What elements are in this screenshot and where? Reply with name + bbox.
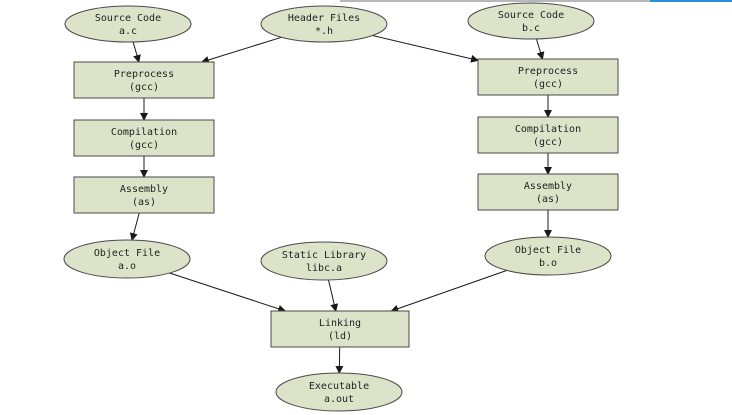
node-label-primary: Assembly [524,181,572,192]
node-ellipse [260,241,388,281]
node-box [477,173,619,211]
node-box [73,119,215,157]
node-label-primary: Source Code [498,10,564,21]
node-label-secondary: *.h [315,26,333,37]
node-link: Linking (ld) [270,310,410,348]
node-label-secondary: (gcc) [129,82,159,93]
arrow-header-to-pre-a [200,36,282,64]
node-ellipse [64,5,192,43]
node-obj-b: Object File b.o [484,236,612,276]
node-label-primary: Compilation [111,127,177,138]
top-divider-line [340,0,732,2]
node-ellipse [275,372,403,412]
arrow-source-b-to-pre-b [535,38,545,60]
top-divider-accent [650,0,732,2]
node-label-secondary: b.o [539,258,557,269]
node-lib: Static Library libc.a [260,241,388,281]
node-label-secondary: (gcc) [533,137,563,148]
node-box [73,61,215,99]
node-label-primary: Object File [515,245,581,256]
node-label-primary: Object File [94,248,160,259]
node-label-secondary: a.c [119,26,137,37]
node-source-b: Source Code b.c [467,2,595,40]
node-label-secondary: (as) [132,197,156,208]
node-label-primary: Executable [309,381,369,392]
node-label-secondary: (ld) [328,331,352,342]
nodes-layer: Source Code a.c Header Files *.h Source Code… [63,2,619,412]
node-label-secondary: libc.a [306,263,342,274]
node-ellipse [63,239,191,279]
arrow-obj-b-to-link [390,269,508,313]
node-label-secondary: b.c [522,23,540,34]
node-ellipse [260,5,388,43]
node-ellipse [484,236,612,276]
arrow-source-a-to-pre-a [132,41,141,63]
node-comp-a: Compilation (gcc) [73,119,215,157]
node-label-primary: Source Code [95,13,161,24]
node-pre-a: Preprocess (gcc) [73,61,215,99]
node-pre-b: Preprocess (gcc) [477,58,619,96]
node-label-secondary: (gcc) [129,140,159,151]
node-label-primary: Preprocess [518,66,578,77]
node-header: Header Files *.h [260,5,388,43]
node-label-primary: Compilation [515,124,581,135]
node-label-secondary: (gcc) [533,79,563,90]
node-label-secondary: (as) [536,194,560,205]
node-label-secondary: a.out [324,394,354,405]
node-label-primary: Preprocess [114,69,174,80]
node-label-primary: Linking [319,318,361,329]
arrow-header-to-pre-b [372,35,479,63]
arrow-obj-a-to-link [169,272,287,313]
node-label-secondary: a.o [118,261,136,272]
node-ellipse [467,2,595,40]
node-box [477,116,619,154]
node-label-primary: Header Files [288,13,360,24]
node-exe: Executable a.out [275,372,403,412]
edges-layer [129,35,552,374]
node-asm-a: Assembly (as) [73,176,215,214]
node-box [73,176,215,214]
node-asm-b: Assembly (as) [477,173,619,211]
node-label-primary: Assembly [120,184,168,195]
node-box [477,58,619,96]
node-obj-a: Object File a.o [63,239,191,279]
node-comp-b: Compilation (gcc) [477,116,619,154]
node-label-primary: Static Library [282,250,366,261]
arrow-asm-a-to-obj-a [129,212,140,242]
arrow-lib-to-link [328,279,339,312]
node-source-a: Source Code a.c [64,5,192,43]
node-box [270,310,410,348]
